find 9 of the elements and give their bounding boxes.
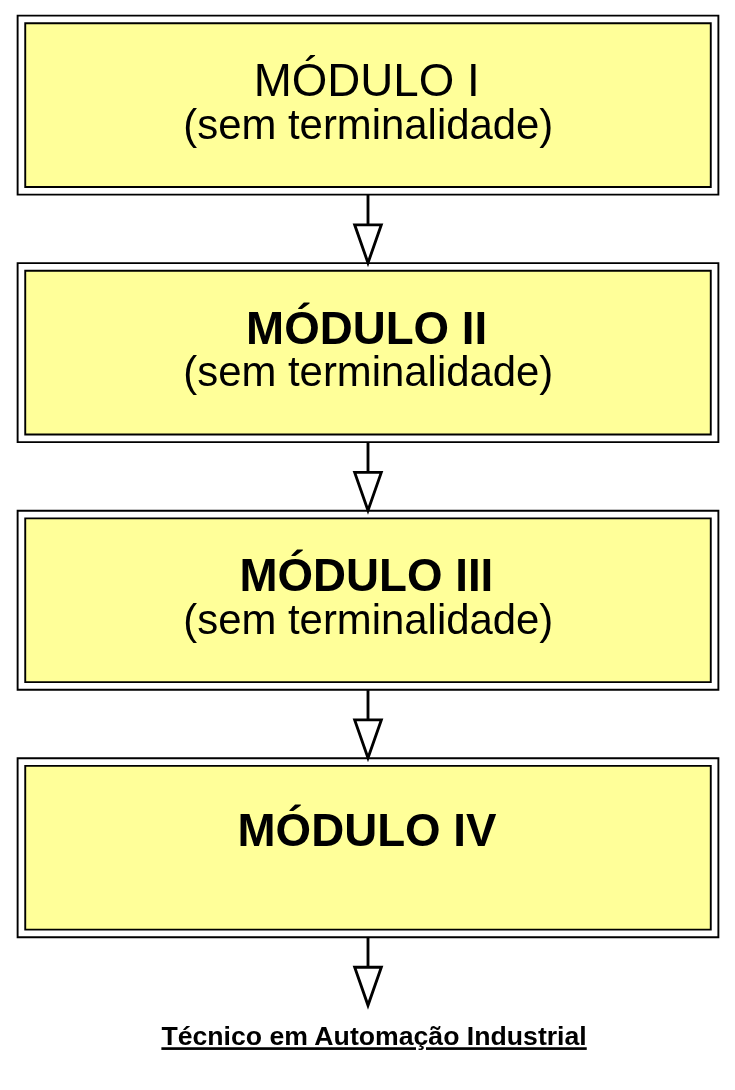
node-box: MÓDULO III (sem terminalidade) — [16, 509, 719, 691]
node-text: Técnico em Automação Industrial — [160, 1021, 587, 1052]
node-box: MÓDULO II (sem terminalidade) — [16, 262, 719, 444]
node-box: MÓDULO IV — [16, 757, 719, 939]
arrow — [352, 937, 383, 1010]
arrow — [352, 442, 383, 515]
arrow — [352, 195, 383, 268]
arrow — [352, 690, 383, 763]
node-box: MÓDULO I (sem terminalidade) — [16, 14, 719, 196]
